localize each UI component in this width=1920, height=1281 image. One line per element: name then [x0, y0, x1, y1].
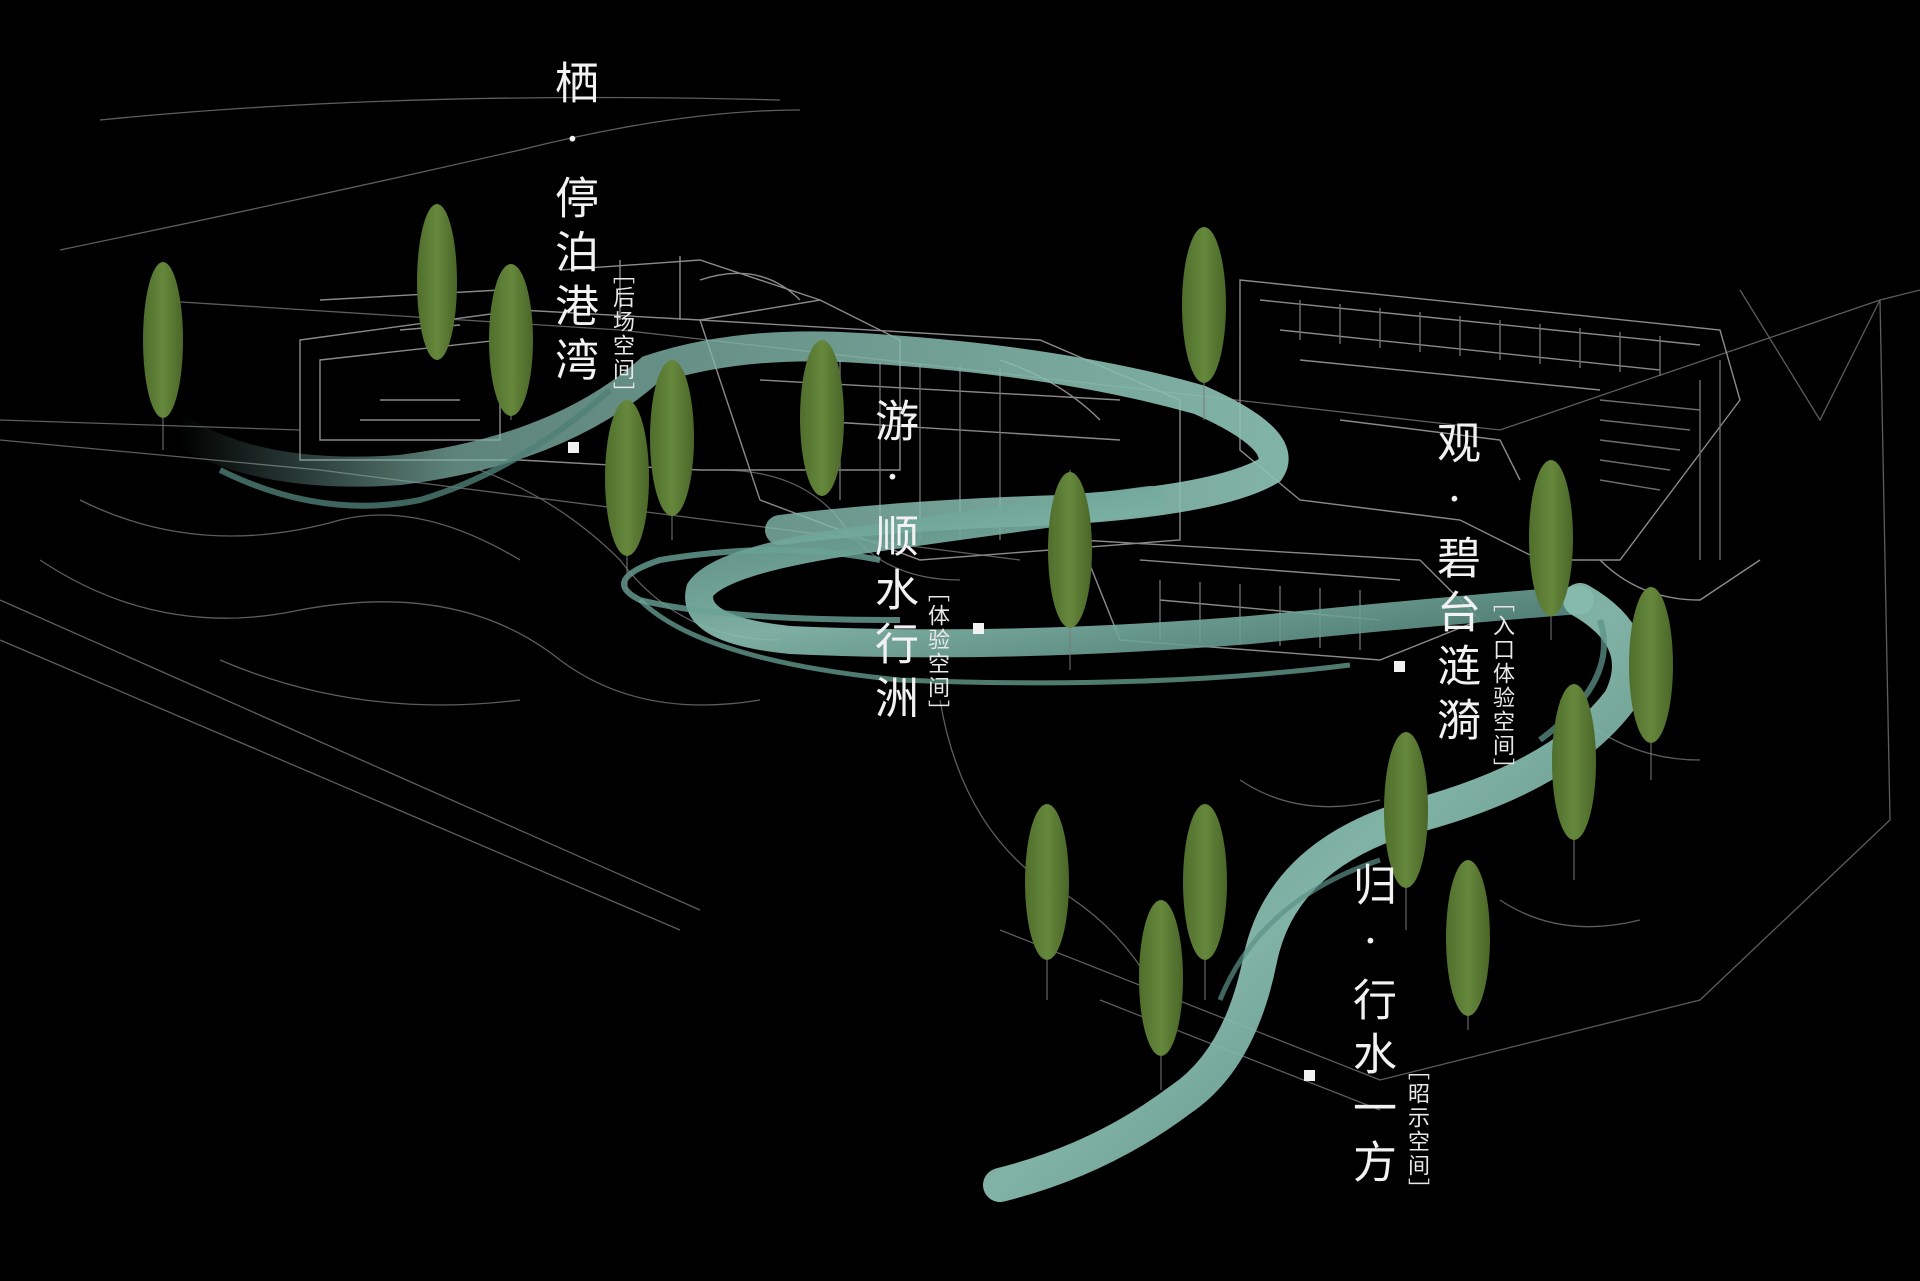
zone-subtitle-parking: ［后场空间］ — [609, 262, 634, 406]
tree — [1629, 587, 1673, 780]
trees — [143, 204, 1673, 1090]
zone-title-display: 归·行水一方 — [1345, 862, 1396, 1193]
zone-marker-entrance — [1394, 661, 1405, 672]
tree — [800, 340, 844, 496]
zone-subtitle-experience: ［体验空间］ — [924, 580, 949, 724]
tree — [1048, 470, 1092, 670]
zone-title-experience: 游·顺水行洲 — [867, 398, 918, 729]
zone-subtitle-display: ［昭示空间］ — [1404, 1058, 1429, 1202]
tree — [143, 262, 183, 450]
zone-marker-experience — [973, 623, 984, 634]
tree — [1552, 684, 1596, 880]
zone-marker-parking — [568, 442, 579, 453]
tree — [489, 264, 533, 420]
tree — [650, 360, 694, 540]
zone-title-parking: 栖·停泊港湾 — [547, 60, 598, 391]
tree — [1446, 860, 1490, 1030]
tree — [417, 204, 457, 360]
zone-marker-display — [1304, 1070, 1315, 1081]
site-linework — [0, 96, 1920, 1111]
tree — [1384, 732, 1428, 930]
building-east — [1239, 279, 1761, 601]
zone-title-entrance: 观·碧台涟漪 — [1429, 420, 1480, 751]
tree — [605, 400, 649, 590]
tree — [1139, 900, 1183, 1090]
tree — [1182, 227, 1226, 420]
tree — [1183, 804, 1227, 1000]
zone-subtitle-entrance: ［入口体验空间］ — [1489, 590, 1514, 782]
tree — [1025, 804, 1069, 1000]
tree — [1529, 460, 1573, 640]
